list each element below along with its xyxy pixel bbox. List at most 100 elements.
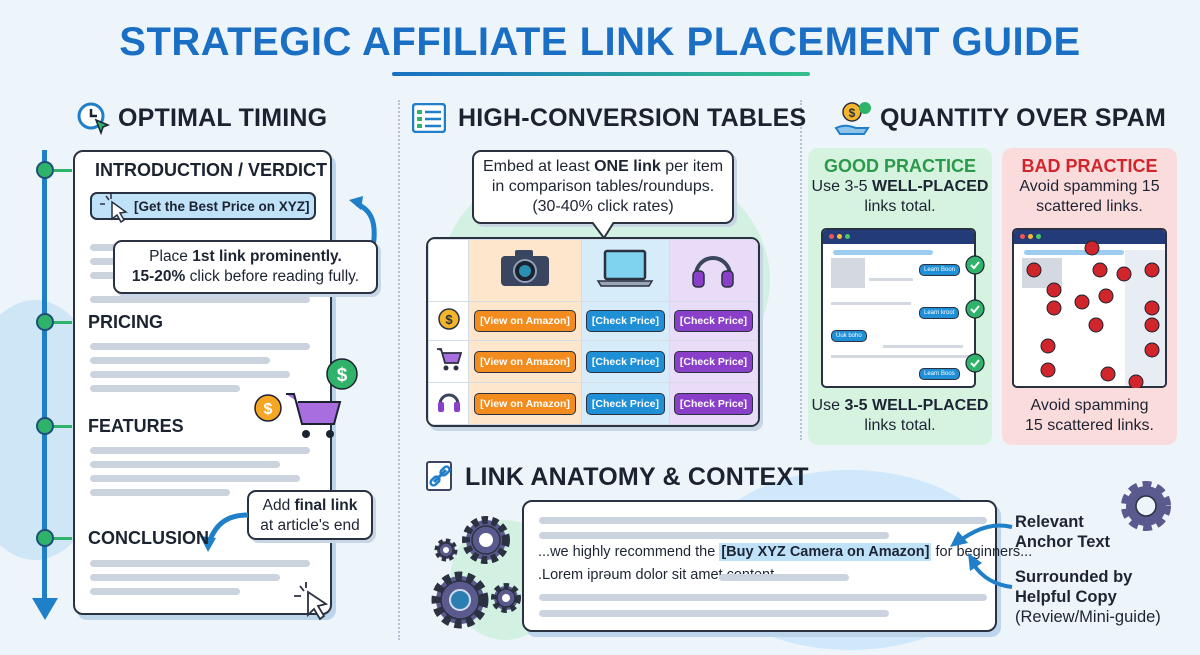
timing-heading: OPTIMAL TIMING <box>118 104 328 132</box>
camera-column-header <box>468 239 582 302</box>
callout-text: click before reading fully. <box>185 268 360 285</box>
callout-text: Embed at least <box>482 158 595 175</box>
filler-text: .Lorem iprəum dolor sit amet content. <box>538 567 779 583</box>
article-excerpt-card: ...we highly recommend the [Buy XYZ Came… <box>522 500 1032 632</box>
callout-bold: ONE link <box>594 158 661 175</box>
view-on-amazon-button[interactable]: [View on Amazon] <box>474 310 576 333</box>
quantity-heading: QUANTITY OVER SPAM <box>880 104 1167 132</box>
x-mark-icons <box>1026 240 1160 388</box>
good-link: Learn Boos <box>919 368 960 380</box>
good-practice-panel: GOOD PRACTICE Use 3-5 WELL-PLACED links t… <box>808 148 992 445</box>
dollar-icon: $ <box>437 307 460 330</box>
headphones-icon <box>437 393 460 413</box>
pointer-arrows-icon <box>950 523 1013 589</box>
comparison-table: $ [View on Amazon] [Check Price] [Check … <box>426 237 760 427</box>
tables-heading: HIGH-CONVERSION TABLES <box>458 104 807 132</box>
connector <box>54 169 72 172</box>
callout-text: Add <box>262 497 295 514</box>
good-link: Learn kroot <box>919 307 960 319</box>
timeline-dot <box>36 417 54 435</box>
bad-practice-title: BAD PRACTICE <box>1021 156 1158 176</box>
check-price-button[interactable]: [Check Price] <box>673 350 754 373</box>
svg-text:$: $ <box>337 365 348 386</box>
callout-text: (30-40% click rates) <box>532 198 674 215</box>
money-hand-icon: $ <box>834 102 871 135</box>
cursor-click-icon <box>100 194 128 224</box>
anatomy-heading: LINK ANATOMY & CONTEXT <box>465 463 809 491</box>
final-link-callout: Add final link at article's end <box>247 490 373 540</box>
callout-bold: 15-20% <box>131 268 186 285</box>
good-bottom-bold: 3-5 WELL-PLACED <box>844 397 989 414</box>
callout-text: per item <box>660 158 724 175</box>
view-on-amazon-button[interactable]: [View on Amazon] <box>474 392 576 415</box>
good-webpage-mockup: Learn Boon Learn kroot Uuk boho Learn Bo… <box>821 228 976 388</box>
callout-text: Place <box>149 248 193 265</box>
divider <box>398 100 400 640</box>
row-icon-cell <box>428 340 469 384</box>
section-pricing: PRICING <box>88 312 164 332</box>
connector <box>54 425 72 428</box>
callout-text: at article's end <box>260 517 360 534</box>
timeline-dot <box>36 161 54 179</box>
anchor-text-link[interactable]: [Buy XYZ Camera on Amazon] <box>719 543 932 561</box>
page-title: STRATEGIC AFFILIATE LINK PLACEMENT GUIDE <box>119 20 1081 64</box>
bad-text: scattered links. <box>1036 198 1143 215</box>
section-conclusion: CONCLUSION <box>88 528 209 548</box>
good-bottom-text: links total. <box>864 417 936 434</box>
cursor-click-icon <box>294 582 329 621</box>
camera-icon <box>500 250 549 286</box>
best-price-link[interactable]: [Get the Best Price on XYZ] <box>90 192 316 220</box>
empty-cell <box>428 239 469 302</box>
callout-bold: final link <box>294 497 358 514</box>
timeline-line <box>42 150 47 605</box>
bad-practice-panel: BAD PRACTICE Avoid spamming 15 scattered … <box>1002 148 1177 445</box>
clock-cursor-icon <box>77 102 110 136</box>
svg-text:$: $ <box>264 401 273 418</box>
check-price-button[interactable]: [Check Price] <box>585 310 666 333</box>
check-price-button[interactable]: [Check Price] <box>585 350 666 373</box>
checkmark-icons <box>965 255 985 373</box>
good-link: Learn Boon <box>919 264 961 276</box>
section-features: FEATURES <box>88 416 184 436</box>
gears-icon <box>431 516 521 629</box>
excerpt-sentence: ...we highly recommend the [Buy XYZ Came… <box>538 543 1032 561</box>
table-list-icon <box>412 103 446 133</box>
callout-bold: 1st link prominently. <box>192 248 342 265</box>
title-underline <box>392 72 810 76</box>
label-line: Anchor Text <box>1015 533 1111 551</box>
timeline-dot <box>36 313 54 331</box>
good-text: links total. <box>864 198 936 215</box>
svg-text:$: $ <box>445 312 453 327</box>
view-on-amazon-button[interactable]: [View on Amazon] <box>474 350 576 373</box>
bad-bottom-text: Avoid spamming <box>1030 397 1149 414</box>
connector <box>54 537 72 540</box>
check-price-button[interactable]: [Check Price] <box>585 392 666 415</box>
section-intro: INTRODUCTION / VERDICT <box>95 160 327 180</box>
good-bottom-text: Use <box>811 397 845 414</box>
label-line: Helpful Copy <box>1015 588 1117 606</box>
row-icon-cell: $ <box>428 300 469 342</box>
cart-icon <box>436 348 462 371</box>
check-price-button[interactable]: [Check Price] <box>673 392 754 415</box>
sentence-text: ...we highly recommend the <box>538 544 720 560</box>
svg-text:$: $ <box>849 106 856 120</box>
first-link-callout: Place 1st link prominently. 15-20% click… <box>113 240 378 294</box>
check-price-button[interactable]: [Check Price] <box>673 310 754 333</box>
timeline-dot <box>36 529 54 547</box>
headphones-column-header <box>668 239 758 302</box>
label-line: Relevant <box>1015 513 1084 531</box>
callout-text: in comparison tables/roundups. <box>491 178 715 195</box>
label-line: Surrounded by <box>1015 568 1133 586</box>
good-text: Use 3-5 <box>811 178 873 195</box>
laptop-column-header <box>580 239 670 302</box>
arrow-down-icon <box>32 598 58 620</box>
row-icon-cell <box>428 382 469 425</box>
good-text-bold: WELL-PLACED <box>872 178 989 195</box>
bad-text: Avoid spamming 15 <box>1019 178 1160 195</box>
good-practice-title: GOOD PRACTICE <box>823 156 976 176</box>
laptop-icon <box>597 249 654 287</box>
link-document-icon <box>426 461 452 491</box>
curved-arrow-icon <box>200 512 249 552</box>
